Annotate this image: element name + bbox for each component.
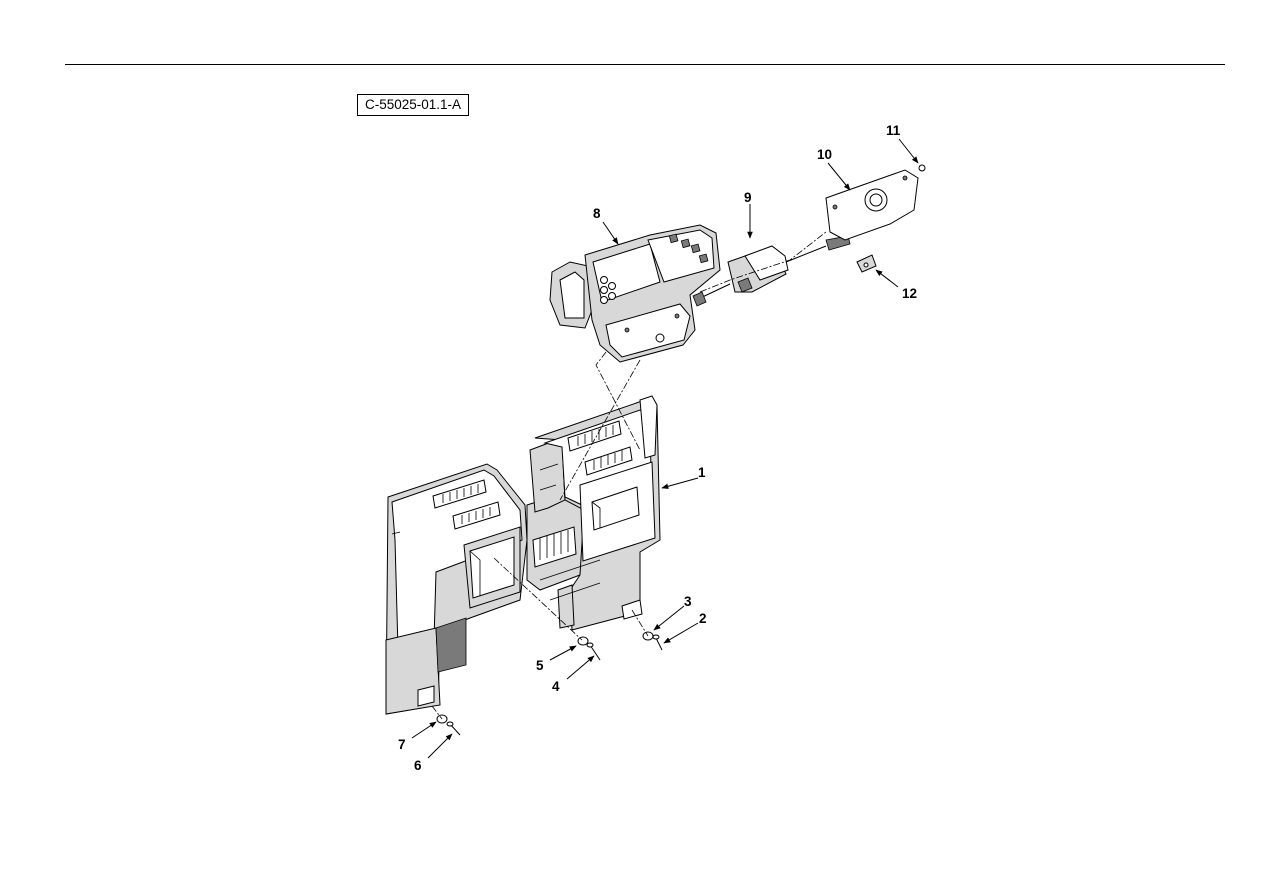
callout-1: 1 xyxy=(698,465,706,480)
callout-6: 6 xyxy=(414,758,422,773)
callout-9: 9 xyxy=(744,190,752,205)
bolt-2 xyxy=(652,634,663,651)
instrument-cluster-part xyxy=(549,224,721,363)
assembly-centerlines xyxy=(431,231,827,720)
screw-11-part xyxy=(918,164,926,172)
callout-2: 2 xyxy=(699,611,707,626)
callout-11: 11 xyxy=(886,123,901,138)
combination-switch-part xyxy=(692,235,851,307)
vent-left-top xyxy=(432,479,487,509)
bolt-6 xyxy=(446,721,461,736)
header-rule xyxy=(65,64,1225,65)
callout-5: 5 xyxy=(536,658,544,673)
vent-right-bottom xyxy=(584,446,633,476)
callout-4: 4 xyxy=(552,679,560,694)
dashboard-panel-part xyxy=(385,395,661,715)
callout-12: 12 xyxy=(902,286,917,301)
bolt-4 xyxy=(586,642,601,661)
vent-right-top xyxy=(567,420,622,452)
figure-code-label: C-55025-01.1-A xyxy=(357,94,470,116)
cluster-buttons xyxy=(600,233,709,304)
callout-7: 7 xyxy=(398,737,406,752)
vent-center xyxy=(532,526,577,568)
callout-3: 3 xyxy=(684,594,692,609)
cover-plate-part xyxy=(825,169,919,241)
callout-8: 8 xyxy=(593,206,601,221)
vent-left-bottom xyxy=(452,501,501,530)
bracket-12-part xyxy=(856,254,877,273)
callout-10: 10 xyxy=(817,147,832,162)
leader-lines xyxy=(411,138,919,759)
